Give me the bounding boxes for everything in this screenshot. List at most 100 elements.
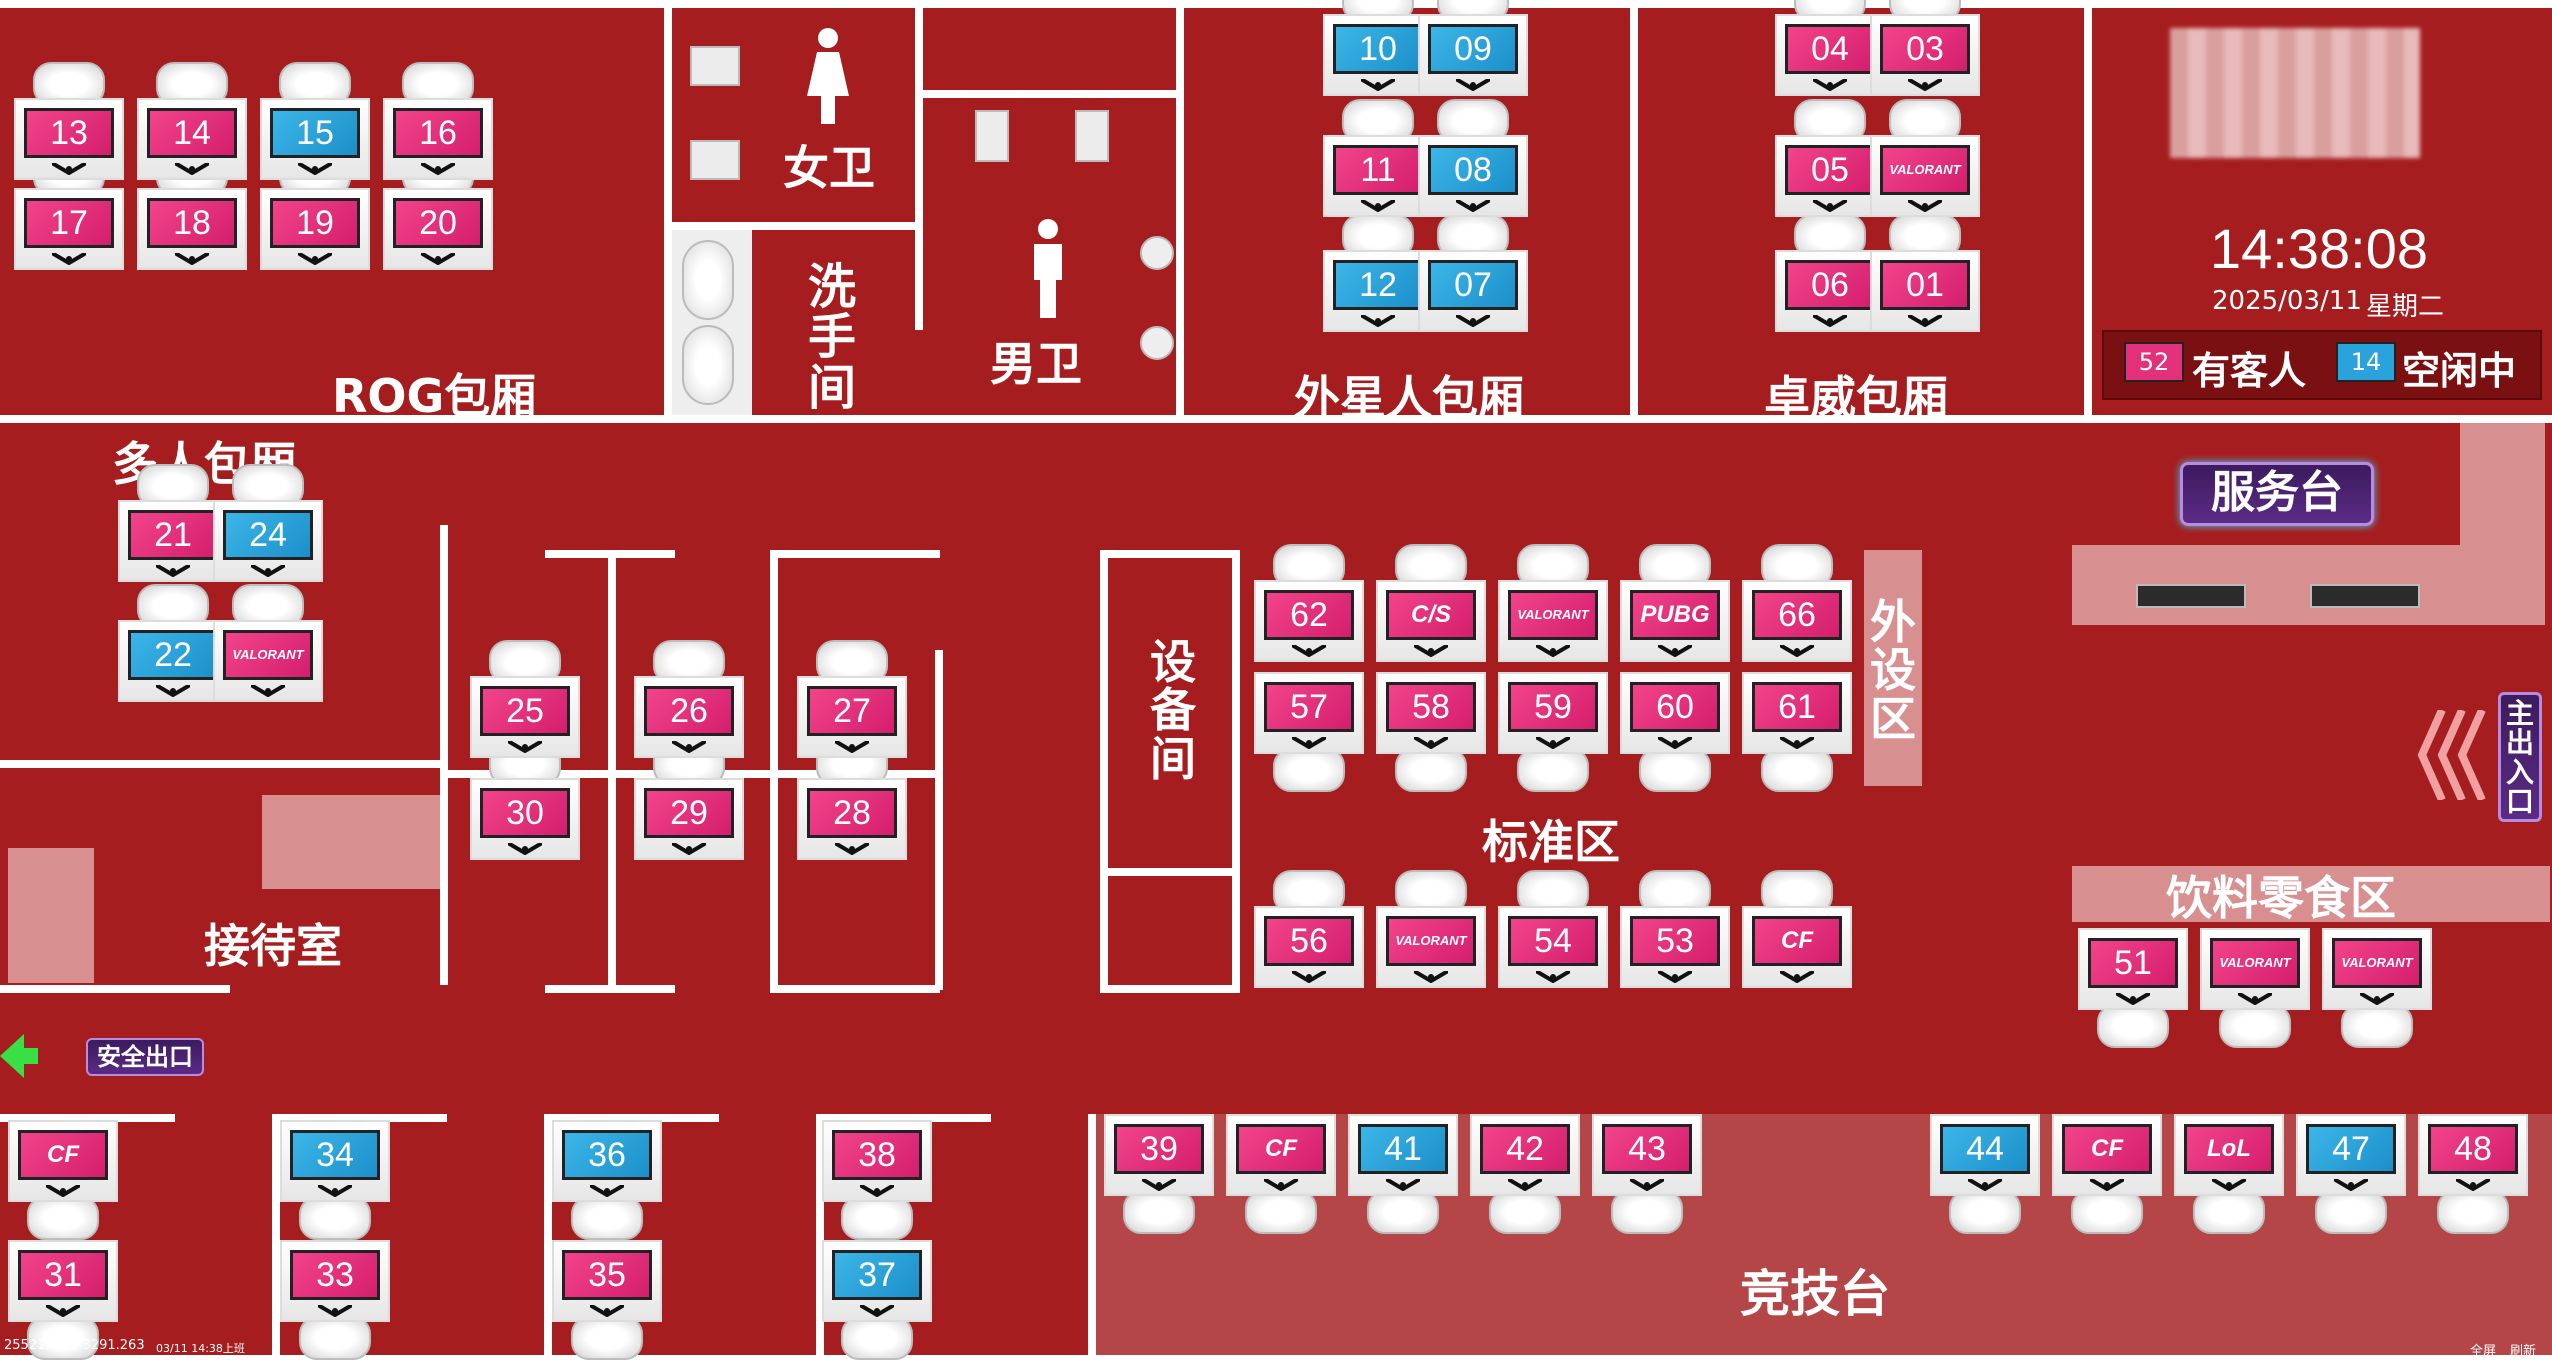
seat-26[interactable]: 26: [634, 676, 744, 758]
seat-13[interactable]: 13: [14, 98, 124, 180]
seat-17[interactable]: 17: [14, 188, 124, 270]
seat-34[interactable]: 34: [280, 1120, 390, 1202]
seat-v55[interactable]: VALORANT: [1376, 906, 1486, 988]
seat-18[interactable]: 18: [137, 188, 247, 270]
seat-number: 33: [290, 1250, 380, 1300]
seat-l46[interactable]: LoL: [2174, 1114, 2284, 1196]
service-side-wall: [2460, 423, 2545, 625]
seat-48[interactable]: 48: [2418, 1114, 2528, 1196]
wall: [1176, 0, 1184, 423]
seat-12[interactable]: 12: [1323, 250, 1433, 332]
seat-28[interactable]: 28: [797, 778, 907, 860]
seat-v50[interactable]: VALORANT: [2200, 928, 2310, 1010]
seat-35[interactable]: 35: [552, 1240, 662, 1322]
seat-v23[interactable]: VALORANT: [213, 620, 323, 702]
seat-number: 27: [807, 686, 897, 736]
monitor-stand-icon: [296, 250, 334, 266]
seat-number: 57: [1264, 682, 1354, 732]
seat-16[interactable]: 16: [383, 98, 493, 180]
seat-p65[interactable]: PUBG: [1620, 580, 1730, 662]
seat-06[interactable]: 06: [1775, 250, 1885, 332]
entrance-sign[interactable]: 主出入口: [2498, 692, 2542, 822]
monitor-stand-icon: [1906, 197, 1944, 213]
monitor-stand-icon: [506, 738, 544, 754]
seat-10[interactable]: 10: [1323, 14, 1433, 96]
seat-20[interactable]: 20: [383, 188, 493, 270]
seat-51[interactable]: 51: [2078, 928, 2188, 1010]
seat-05[interactable]: 05: [1775, 135, 1885, 217]
seat-09[interactable]: 09: [1418, 14, 1528, 96]
seat-19[interactable]: 19: [260, 188, 370, 270]
seat-11[interactable]: 11: [1323, 135, 1433, 217]
seat-33[interactable]: 33: [280, 1240, 390, 1322]
monitor-stand-icon: [1140, 1176, 1178, 1192]
seat-66[interactable]: 66: [1742, 580, 1852, 662]
seat-01[interactable]: 01: [1870, 250, 1980, 332]
seat-62[interactable]: 62: [1254, 580, 1364, 662]
game-logo-monitor: PUBG: [1630, 590, 1720, 640]
seat-42[interactable]: 42: [1470, 1114, 1580, 1196]
wall: [544, 1114, 719, 1122]
seat-04[interactable]: 04: [1775, 14, 1885, 96]
seat-44[interactable]: 44: [1930, 1114, 2040, 1196]
game-logo-monitor: VALORANT: [1386, 916, 1476, 966]
wall: [0, 415, 2552, 423]
seat-39[interactable]: 39: [1104, 1114, 1214, 1196]
seat-56[interactable]: 56: [1254, 906, 1364, 988]
seat-f40[interactable]: CF: [1226, 1114, 1336, 1196]
seat-29[interactable]: 29: [634, 778, 744, 860]
seat-59[interactable]: 59: [1498, 672, 1608, 754]
seat-27[interactable]: 27: [797, 676, 907, 758]
seat-number: 26: [644, 686, 734, 736]
seat-21[interactable]: 21: [118, 500, 228, 582]
refresh-button[interactable]: 刷新: [2510, 1344, 2537, 1359]
seat-60[interactable]: 60: [1620, 672, 1730, 754]
fullscreen-button[interactable]: 全屏: [2470, 1344, 2497, 1359]
seat-22[interactable]: 22: [118, 620, 228, 702]
seat-58[interactable]: 58: [1376, 672, 1486, 754]
seat-31[interactable]: 31: [8, 1240, 118, 1322]
seat-38[interactable]: 38: [822, 1120, 932, 1202]
wall: [0, 1114, 175, 1122]
seat-25[interactable]: 25: [470, 676, 580, 758]
monitor-stand-icon: [50, 160, 88, 176]
seat-41[interactable]: 41: [1348, 1114, 1458, 1196]
seat-f52[interactable]: CF: [1742, 906, 1852, 988]
seat-57[interactable]: 57: [1254, 672, 1364, 754]
seat-14[interactable]: 14: [137, 98, 247, 180]
seat-v49[interactable]: VALORANT: [2322, 928, 2432, 1010]
sink-fixture: [682, 240, 734, 320]
monitor-stand-icon: [1906, 312, 1944, 328]
seat-61[interactable]: 61: [1742, 672, 1852, 754]
seat-c63[interactable]: C/S: [1376, 580, 1486, 662]
seat-37[interactable]: 37: [822, 1240, 932, 1322]
wall: [1100, 868, 1240, 876]
idle-count: 14: [2350, 348, 2382, 376]
seat-v64[interactable]: VALORANT: [1498, 580, 1608, 662]
seat-47[interactable]: 47: [2296, 1114, 2406, 1196]
seat-54[interactable]: 54: [1498, 906, 1608, 988]
seat-f45[interactable]: CF: [2052, 1114, 2162, 1196]
monitor-stand-icon: [1412, 642, 1450, 658]
seat-03[interactable]: 03: [1870, 14, 1980, 96]
seat-08[interactable]: 08: [1418, 135, 1528, 217]
clock-weekday: 星期二: [2366, 292, 2445, 322]
chair: [27, 1316, 99, 1360]
monitor-stand-icon: [588, 1302, 626, 1318]
seat-number: 41: [1358, 1124, 1448, 1174]
game-logo-monitor: CF: [2062, 1124, 2152, 1174]
seat-v02[interactable]: VALORANT: [1870, 135, 1980, 217]
seat-f32[interactable]: CF: [8, 1120, 118, 1202]
seat-53[interactable]: 53: [1620, 906, 1730, 988]
seat-number: 34: [290, 1130, 380, 1180]
seat-36[interactable]: 36: [552, 1120, 662, 1202]
seat-number: 09: [1428, 24, 1518, 74]
seat-15[interactable]: 15: [260, 98, 370, 180]
seat-43[interactable]: 43: [1592, 1114, 1702, 1196]
seat-24[interactable]: 24: [213, 500, 323, 582]
seat-07[interactable]: 07: [1418, 250, 1528, 332]
seat-30[interactable]: 30: [470, 778, 580, 860]
seat-number: 10: [1333, 24, 1423, 74]
seat-number: 31: [18, 1250, 108, 1300]
seat-number: 54: [1508, 916, 1598, 966]
